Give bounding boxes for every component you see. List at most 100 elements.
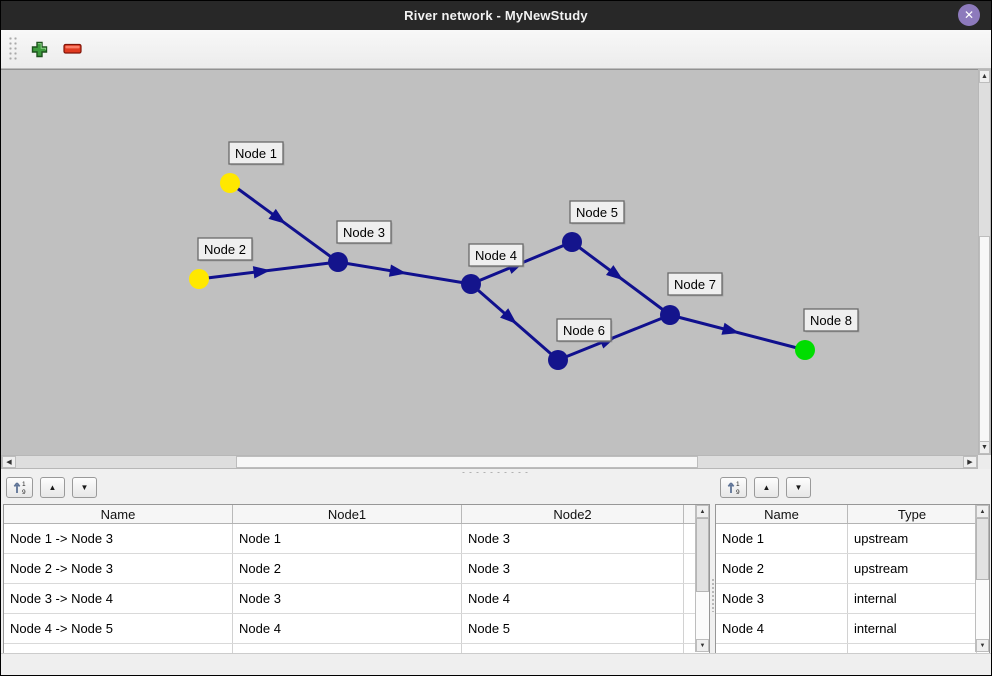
close-icon[interactable]: ✕ [958, 4, 980, 26]
table-cell[interactable]: Node 5 [462, 614, 684, 643]
scrollbar-thumb[interactable] [236, 456, 698, 468]
status-bar [1, 653, 991, 675]
scrollbar-thumb[interactable] [979, 236, 990, 443]
scroll-up-icon[interactable]: ▲ [696, 505, 709, 518]
table-cell[interactable]: Node 4 [462, 584, 684, 613]
sort-ascending-icon: 1 9 [727, 481, 740, 495]
scrollbar-thumb[interactable] [696, 518, 709, 592]
node-node-8[interactable] [795, 340, 815, 360]
node-label: Node 8 [803, 308, 860, 333]
panel-divider[interactable] [711, 476, 715, 653]
table-cell[interactable]: Node 3 [233, 584, 462, 613]
table-cell[interactable]: Node 2 [716, 554, 848, 583]
table-cell[interactable]: Node 1 -> Node 3 [4, 524, 233, 553]
svg-text:9: 9 [22, 489, 26, 495]
node-node-2[interactable] [189, 269, 209, 289]
table-cell[interactable]: Node 3 [462, 554, 684, 583]
edge-arrow-icon [605, 265, 624, 281]
edge-arrow-icon [500, 308, 517, 325]
table-cell[interactable]: Node 1 [716, 524, 848, 553]
table-cell[interactable]: Node 1 [233, 524, 462, 553]
scroll-up-icon[interactable]: ▲ [976, 505, 989, 518]
move-up-button[interactable]: ▲ [40, 477, 65, 498]
edge-arrow-icon [388, 264, 407, 277]
svg-text:Node 4: Node 4 [475, 248, 517, 263]
table-cell[interactable]: upstream [848, 554, 977, 583]
node-node-6[interactable] [548, 350, 568, 370]
table-cell[interactable]: internal [848, 614, 977, 643]
column-header[interactable]: Type [848, 505, 977, 523]
table-cell[interactable]: Node 3 -> Node 4 [4, 584, 233, 613]
table-cell[interactable]: Node 4 [233, 614, 462, 643]
table-cell[interactable]: upstream [848, 524, 977, 553]
up-arrow-icon: ▲ [762, 483, 771, 492]
table-vertical-scrollbar[interactable]: ▲▼ [695, 505, 709, 652]
sort-button[interactable]: 1 9 [720, 477, 747, 498]
scroll-down-icon[interactable]: ▼ [976, 639, 989, 652]
up-arrow-icon: ▲ [48, 483, 57, 492]
main-toolbar [1, 30, 991, 69]
table-cell[interactable]: internal [848, 584, 977, 613]
move-down-button[interactable]: ▼ [786, 477, 811, 498]
down-arrow-icon: ▼ [794, 483, 803, 492]
table-cell[interactable]: Node 3 [716, 584, 848, 613]
scrollbar-thumb[interactable] [976, 518, 989, 580]
column-header[interactable]: Node2 [462, 505, 684, 523]
table-cell[interactable]: Node 4 [716, 614, 848, 643]
node-label: Node 7 [667, 272, 724, 297]
svg-text:Node 1: Node 1 [235, 146, 277, 161]
titlebar[interactable]: River network - MyNewStudy ✕ [1, 1, 991, 30]
table-vertical-scrollbar[interactable]: ▲▼ [975, 505, 989, 652]
scroll-left-icon[interactable]: ◀ [2, 456, 16, 468]
nodes-panel-toolbar: 1 9 ▲ ▼ [715, 476, 991, 504]
table-row-partial [716, 644, 989, 653]
horizontal-splitter[interactable] [1, 469, 991, 476]
column-header[interactable]: Node1 [233, 505, 462, 523]
scroll-down-icon[interactable]: ▼ [979, 441, 990, 454]
table-cell[interactable]: Node 2 -> Node 3 [4, 554, 233, 583]
scroll-down-icon[interactable]: ▼ [696, 639, 709, 652]
column-header[interactable]: Name [4, 505, 233, 523]
node-label: Node 2 [197, 237, 254, 262]
move-down-button[interactable]: ▼ [72, 477, 97, 498]
table-cell [233, 644, 462, 653]
column-header[interactable]: Name [716, 505, 848, 523]
scroll-up-icon[interactable]: ▲ [979, 70, 990, 83]
minus-icon [63, 43, 82, 54]
node-label: Node 1 [228, 141, 285, 166]
remove-node-button[interactable] [59, 35, 87, 63]
svg-text:9: 9 [736, 489, 740, 495]
svg-text:Node 5: Node 5 [576, 205, 618, 220]
add-node-button[interactable] [25, 35, 53, 63]
node-node-1[interactable] [220, 173, 240, 193]
sort-button[interactable]: 1 9 [6, 477, 33, 498]
toolbar-grip[interactable] [8, 36, 17, 62]
node-node-7[interactable] [660, 305, 680, 325]
node-node-4[interactable] [461, 274, 481, 294]
svg-text:Node 3: Node 3 [343, 225, 385, 240]
table-cell[interactable]: Node 4 -> Node 5 [4, 614, 233, 643]
canvas-vertical-scrollbar[interactable]: ▲ ▼ [978, 69, 991, 455]
move-up-button[interactable]: ▲ [754, 477, 779, 498]
table-cell [848, 644, 977, 653]
node-node-5[interactable] [562, 232, 582, 252]
node-node-3[interactable] [328, 252, 348, 272]
scroll-right-icon[interactable]: ▶ [963, 456, 977, 468]
canvas-horizontal-scrollbar[interactable]: ◀ ▶ [1, 455, 978, 469]
sort-ascending-icon: 1 9 [13, 481, 26, 495]
table-cell[interactable]: Node 2 [233, 554, 462, 583]
edge-arrow-icon [721, 322, 740, 335]
table-cell[interactable]: Node 3 [462, 524, 684, 553]
